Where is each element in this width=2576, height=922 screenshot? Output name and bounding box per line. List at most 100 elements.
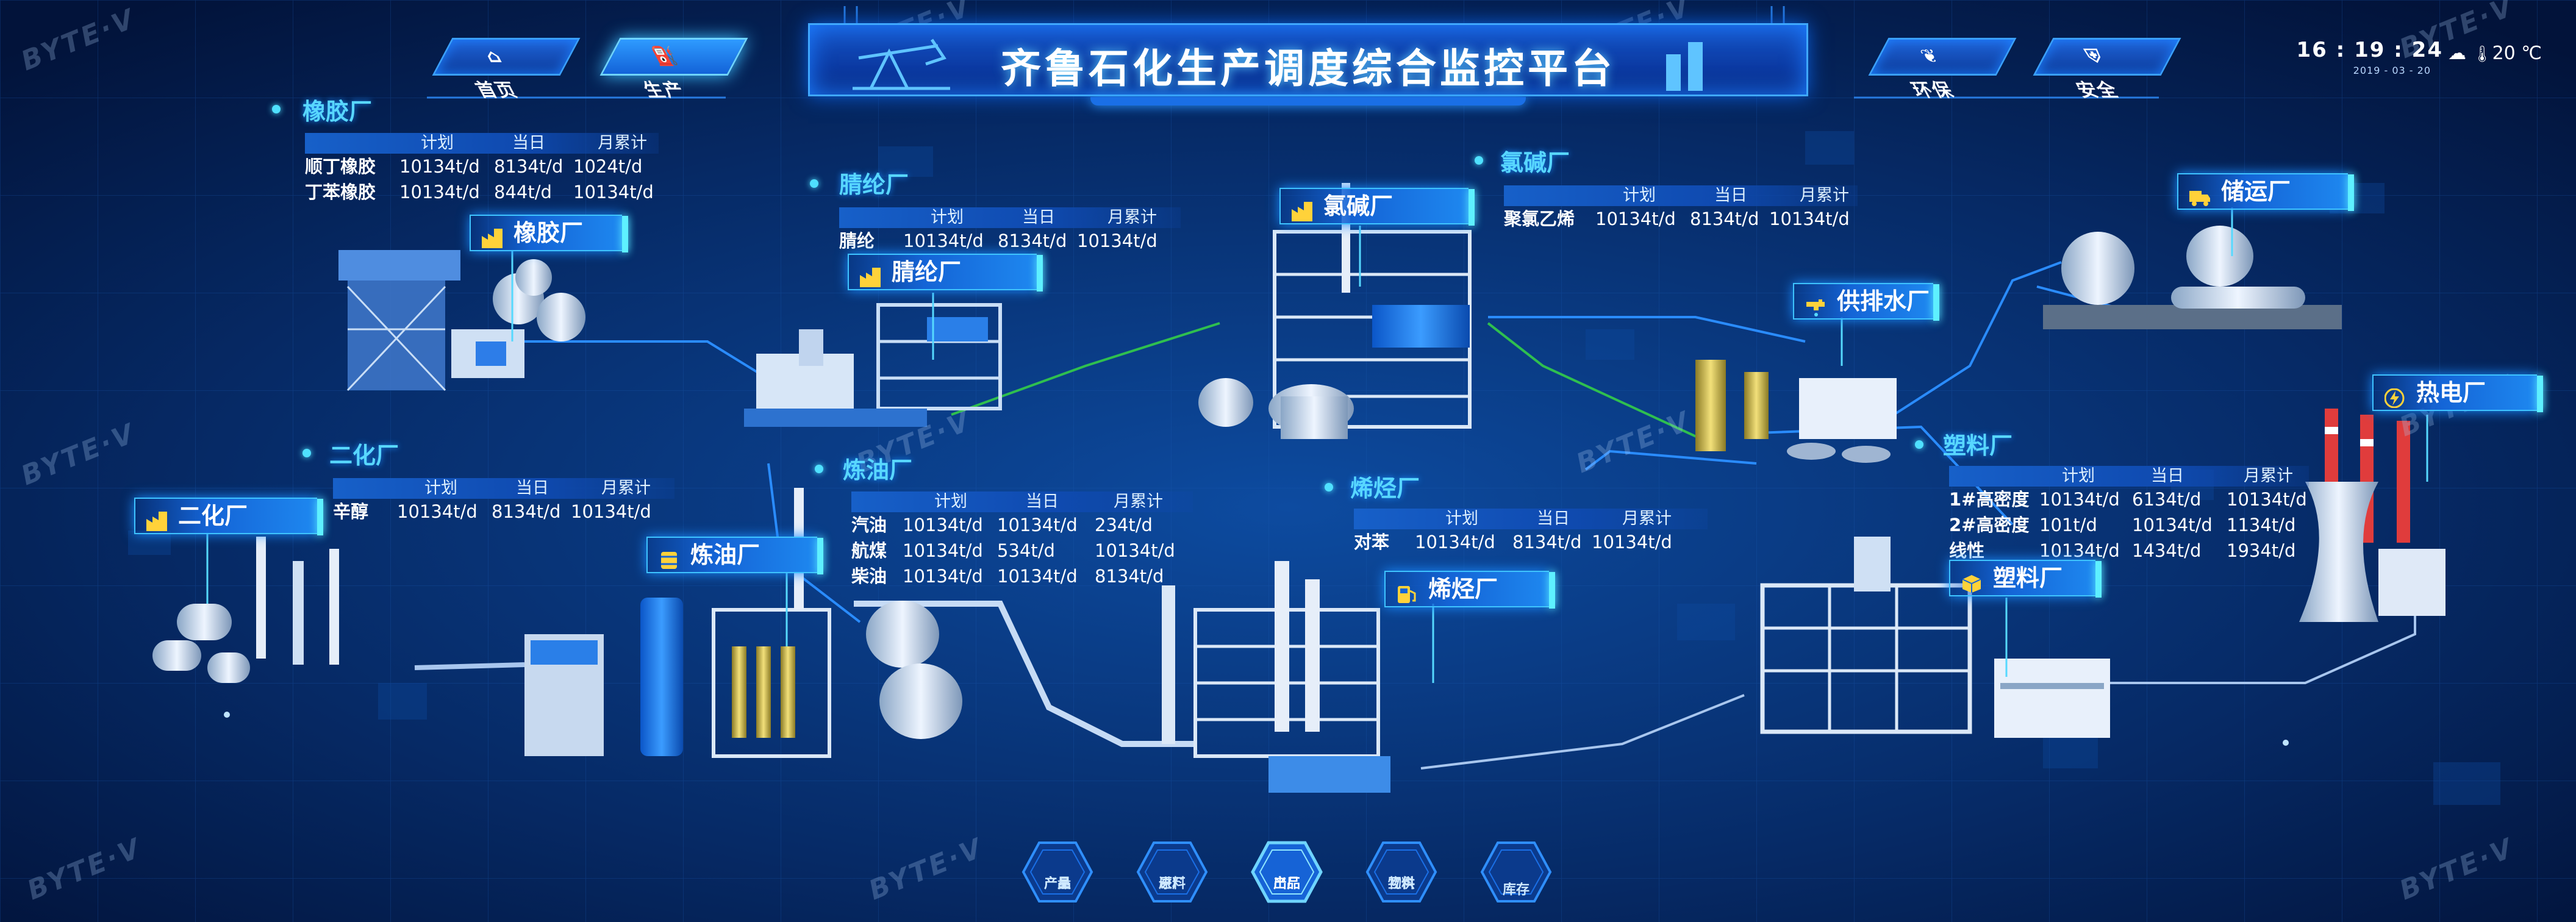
nav-environment-label: 环保 [1908, 80, 1959, 101]
bottom-nav-product-outbound[interactable]: 产品出厂 [1250, 840, 1323, 904]
lightning-icon [2384, 383, 2405, 409]
bottom-nav-material-exchange[interactable]: 物料互供 [1365, 840, 1438, 904]
water-plant-model [1695, 360, 1897, 463]
olefin-plant-model [1162, 561, 1390, 793]
rubber-plant-tag[interactable]: 橡胶厂 [470, 215, 628, 252]
section-dot [815, 465, 823, 473]
oil-barrel-icon [659, 545, 679, 569]
table-header: 计划当日月累计 [839, 207, 1181, 228]
title-banner-base [1090, 97, 1526, 105]
nitrile-plant-model [744, 303, 1002, 427]
plastics-section-title: 塑料厂 [1943, 432, 2013, 459]
storage-plant-tag[interactable]: 储运厂 [2177, 173, 2354, 211]
fuel-pump-icon: ⛽ [648, 46, 684, 67]
table-header: 计划当日月累计 [851, 491, 1193, 512]
second-chem-section-title: 二化厂 [329, 442, 399, 469]
second-chem-plant-tag[interactable]: 二化厂 [134, 498, 323, 535]
refinery-tower-icon [1666, 42, 1703, 91]
clock-date: 2019 - 03 - 20 [2353, 65, 2431, 76]
section-dot [1915, 440, 1923, 449]
home-icon: ⌂ [481, 46, 507, 67]
nav-production-button[interactable]: ⛽ 生产 [599, 38, 748, 101]
thermal-plant-model [2299, 409, 2445, 622]
leaf-icon: ❦ [1916, 46, 1945, 67]
section-dot [302, 449, 311, 457]
temperature: 20 ℃ [2492, 43, 2542, 64]
chloralkali-section-title: 氯碱厂 [1500, 149, 1570, 176]
bottom-nav-label: 物料互供 [1387, 876, 1415, 892]
faucet-icon [1805, 291, 1826, 316]
nitrile-plant-tag[interactable]: 腈纶厂 [848, 254, 1043, 291]
nav-safety-button[interactable]: ⛨ 安全 [2033, 38, 2181, 101]
bottom-nav-inventory[interactable]: 库存 [1479, 840, 1553, 904]
olefin-plant-tag[interactable]: 烯烃厂 [1384, 571, 1555, 609]
section-dot [810, 179, 818, 188]
bottom-nav-label: 原料进厂 [1158, 876, 1186, 892]
nav-environment-button[interactable]: ❦ 环保 [1868, 38, 2017, 101]
storage-plant-model [2043, 226, 2342, 329]
cloud-sun-icon: ☁ [2448, 43, 2467, 64]
package-icon [1961, 568, 1982, 593]
water-plant-tag[interactable]: 供排水厂 [1793, 283, 1939, 321]
table-header: 计划当日月累计 [1949, 466, 2309, 487]
fuel-pump-icon [1397, 579, 1417, 603]
nav-production-label: 生产 [639, 80, 690, 101]
plastics-plant-model [1760, 537, 2110, 738]
factory-icon [146, 506, 167, 531]
nav-home-button[interactable]: ⌂ 首页 [432, 38, 581, 101]
thermal-plant-tag[interactable]: 热电厂 [2372, 374, 2543, 412]
clock-time: 16 : 19 : 24 [2296, 38, 2443, 62]
oil-pump-icon [853, 38, 950, 90]
thermometer-icon: 🌡 [2472, 45, 2492, 63]
second-chem-plant-model [152, 537, 604, 756]
section-dot [272, 105, 281, 113]
nav-safety-label: 安全 [2072, 80, 2123, 101]
bottom-nav-material-inbound[interactable]: 原料进厂 [1136, 840, 1209, 904]
plastics-plant-tag[interactable]: 塑料厂 [1949, 560, 2102, 598]
page-title: 齐鲁石化生产调度综合监控平台 [1001, 45, 1615, 92]
bottom-nav-product-output[interactable]: 产品产量 [1021, 840, 1094, 904]
table-header: 计划当日月累计 [333, 478, 674, 499]
table-header: 计划当日月累计 [1354, 509, 1708, 529]
title-banner: 齐鲁石化生产调度综合监控平台 [808, 23, 1808, 105]
factory-icon [482, 223, 503, 248]
refinery-plant-model [640, 488, 962, 758]
section-dot [1325, 483, 1333, 491]
chloralkali-plant-tag[interactable]: 氯碱厂 [1279, 188, 1475, 226]
refinery-section-title: 炼油厂 [843, 457, 913, 484]
truck-icon [2189, 182, 2210, 206]
nav-home-label: 首页 [471, 80, 523, 101]
olefin-section-title: 烯烃厂 [1350, 475, 1420, 502]
weather: ☁ 🌡20 ℃ [2448, 43, 2542, 64]
section-dot [1475, 156, 1483, 165]
factory-icon [860, 262, 881, 287]
refinery-plant-tag[interactable]: 炼油厂 [646, 537, 823, 574]
rubber-section-title: 橡胶厂 [302, 98, 373, 125]
shield-icon: ⛨ [2081, 46, 2108, 67]
chloralkali-plant-model [1198, 183, 1472, 439]
bottom-nav-label: 产品出厂 [1273, 876, 1300, 892]
factory-icon [1292, 196, 1312, 221]
nitrile-section-title: 腈纶厂 [839, 171, 909, 198]
table-header: 计划当日月累计 [305, 133, 659, 154]
